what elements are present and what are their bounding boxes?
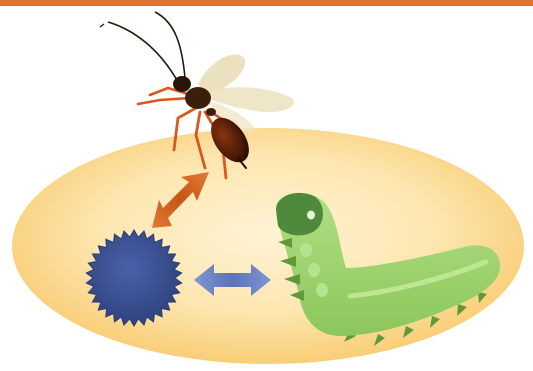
habitat-ellipse — [12, 128, 524, 364]
